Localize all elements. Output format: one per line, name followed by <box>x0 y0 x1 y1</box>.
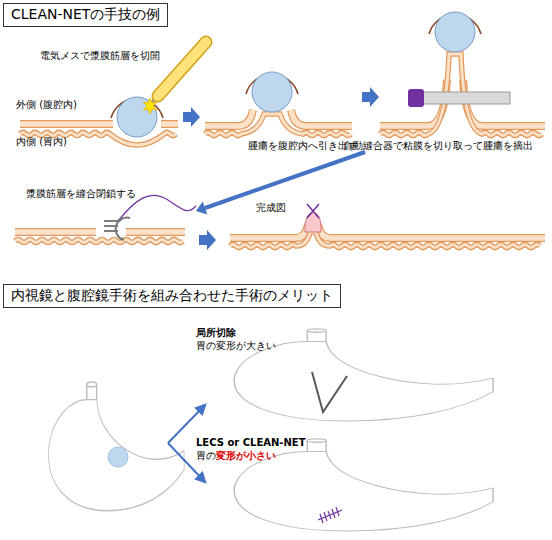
mucosa-layer <box>205 114 351 136</box>
step-arrow <box>199 230 216 250</box>
mucosa-layer <box>15 240 183 243</box>
mucosa-layer <box>380 54 542 136</box>
step-caption: 自動縫合器で粘膜を切り取って腫瘍を摘出 <box>343 140 533 152</box>
muscle-layer <box>126 228 185 236</box>
layer-label: 内側 (胃内) <box>16 136 67 148</box>
electric-scalpel <box>158 42 206 96</box>
resection-wedge <box>312 372 347 412</box>
mucosa-layer <box>230 232 540 248</box>
mucosa-layer <box>380 54 542 136</box>
muscle-layer <box>318 224 545 238</box>
step-caption: 腫瘍を腹腔内へ引き出す <box>248 140 358 152</box>
muscle-layer <box>291 110 352 126</box>
muscle-layer <box>15 229 96 235</box>
stomach-outline <box>234 341 493 421</box>
esophagus-top <box>307 439 326 442</box>
electric-scalpel <box>158 42 206 96</box>
suture-needle <box>116 218 130 240</box>
suture-line <box>318 507 342 523</box>
method-note-highlight: 変形が小さい <box>216 450 276 462</box>
section-heading: 内視鏡と腹腔鏡手術を組み合わせた手術のメリット <box>3 284 341 308</box>
mucosa-layer <box>230 232 540 248</box>
step-caption: 完成図 <box>256 202 286 214</box>
spark-symbol <box>143 98 157 114</box>
tissue-panel-3 <box>380 12 545 136</box>
muscle-layer <box>126 229 185 235</box>
step-arrow <box>205 152 365 208</box>
muscle-layer <box>161 121 178 127</box>
muscle-layer <box>205 110 253 126</box>
stomach-before <box>48 382 184 511</box>
suture-knot <box>307 204 319 218</box>
method-note: 胃の変形が大きい <box>196 340 276 352</box>
muscle-layer <box>20 121 113 127</box>
closed-serosa <box>305 212 321 232</box>
stomach-outline <box>48 400 184 511</box>
heading-text: 内視鏡と腹腔鏡手術を組み合わせた手術のメリット <box>11 287 333 305</box>
stapler-head <box>408 89 424 107</box>
arrow-head <box>196 201 207 214</box>
stomach-outline <box>234 451 493 531</box>
muscle-layer <box>291 110 352 126</box>
method-note: 胃の <box>196 450 216 462</box>
tumor-circle <box>117 97 157 137</box>
muscle-layer <box>15 228 96 236</box>
muscle-layer <box>205 110 253 126</box>
muscle-layer <box>230 224 308 238</box>
step-caption: 漿膜筋層を縫合閉鎖する <box>26 188 136 200</box>
mucosa-layer <box>205 114 351 136</box>
tumor-circle <box>108 447 128 467</box>
method-name: 局所切除 <box>196 327 236 339</box>
step-caption: 電気メスで漿膜筋層を切開 <box>40 50 160 62</box>
section-heading: CLEAN-NETの手技の例 <box>3 3 168 27</box>
tissue-panel-4 <box>15 195 196 242</box>
tissue-panel-1 <box>20 42 206 145</box>
heading-text: CLEAN-NETの手技の例 <box>11 6 160 24</box>
muscle-layer <box>161 120 178 128</box>
step-arrow <box>183 107 200 127</box>
tissue-panel-2 <box>205 72 352 136</box>
layer-label: 外側 (腹腔内) <box>16 99 77 111</box>
tumor-circle <box>435 12 475 52</box>
step-arrow <box>362 87 379 107</box>
stapler-jaw <box>414 92 510 104</box>
tumor-circle <box>252 72 292 112</box>
mucosa-layer <box>15 240 183 243</box>
muscle-layer <box>20 120 113 128</box>
esophagus-top <box>307 329 326 332</box>
esophagus-top <box>87 382 97 387</box>
muscle-layer <box>318 224 545 238</box>
branch-arrow <box>168 443 205 482</box>
method-name: LECS or CLEAN-NET <box>196 437 306 449</box>
muscle-layer <box>230 224 308 238</box>
